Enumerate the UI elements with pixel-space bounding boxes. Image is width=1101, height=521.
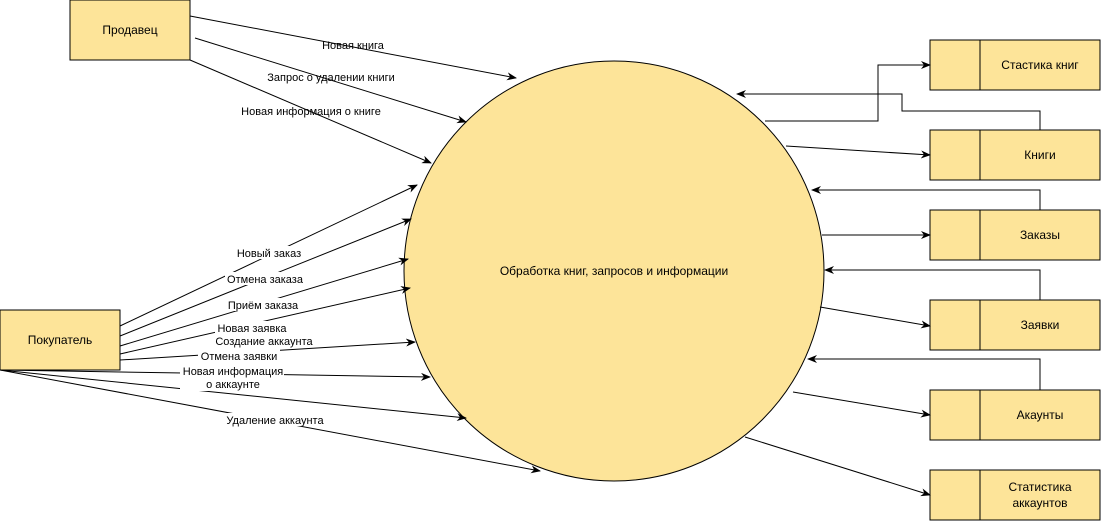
process-label: Обработка книг, запросов и информации [500, 264, 728, 278]
label-delete-account: Удаление аккаунта [226, 415, 324, 427]
store-orders-label: Заказы [1020, 228, 1060, 242]
label-new-book-info: Новая информация о книге [241, 106, 381, 118]
entity-buyer[interactable]: Покупатель [0, 309, 121, 371]
flow-to-requests[interactable] [819, 306, 931, 329]
store-requests-label: Заявки [1021, 318, 1060, 332]
store-orders[interactable]: Заказы [929, 209, 1101, 261]
store-accounts-label: Акаунты [1017, 408, 1064, 422]
flow-cancel-request[interactable] [0, 369, 467, 422]
flow-new-book[interactable] [189, 15, 517, 81]
store-accounts[interactable]: Акаунты [929, 389, 1101, 441]
store-book-stats[interactable]: Стастика книг [929, 39, 1101, 91]
flow-new-book-info[interactable] [189, 59, 432, 164]
flow-orders-to-process[interactable] [811, 186, 1041, 210]
label-new-book: Новая книга [322, 40, 385, 52]
store-account-stats-label-1: Статистика [1008, 480, 1071, 494]
label-cancel-order: Отмена заказа [227, 274, 304, 286]
flow-requests-to-process[interactable] [824, 266, 1041, 300]
label-create-account: Создание аккаунта [215, 336, 313, 348]
flow-books-to-process[interactable] [736, 90, 1041, 130]
label-new-order: Новый заказ [237, 248, 301, 260]
store-account-stats-label-2: аккаунтов [1012, 496, 1067, 510]
entity-buyer-label: Покупатель [28, 333, 92, 347]
label-delete-book-request: Запрос о удалении книги [267, 72, 395, 84]
flow-accounts-to-process[interactable] [807, 355, 1041, 390]
label-new-account-info-1: Новая информация [183, 366, 284, 378]
label-cancel-request: Отмена заявки [201, 351, 277, 363]
flow-to-books[interactable] [785, 145, 931, 159]
store-book-stats-label: Стастика книг [1001, 58, 1079, 72]
flow-delete-book-request[interactable] [194, 37, 467, 124]
flow-to-account-stats[interactable] [744, 436, 931, 497]
store-requests[interactable]: Заявки [929, 299, 1101, 351]
entity-seller[interactable]: Продавец [69, 0, 191, 61]
store-books[interactable]: Книги [929, 129, 1101, 181]
flow-to-accounts[interactable] [792, 391, 931, 418]
label-accept-order: Приём заказа [228, 300, 299, 312]
store-account-stats[interactable]: Статистика аккаунтов [929, 469, 1101, 521]
flow-to-book-stats[interactable] [765, 61, 931, 122]
entity-seller-label: Продавец [102, 23, 157, 37]
store-books-label: Книги [1024, 148, 1055, 162]
label-new-account-info-2: о аккаунте [206, 379, 260, 391]
label-new-request: Новая заявка [217, 323, 287, 335]
